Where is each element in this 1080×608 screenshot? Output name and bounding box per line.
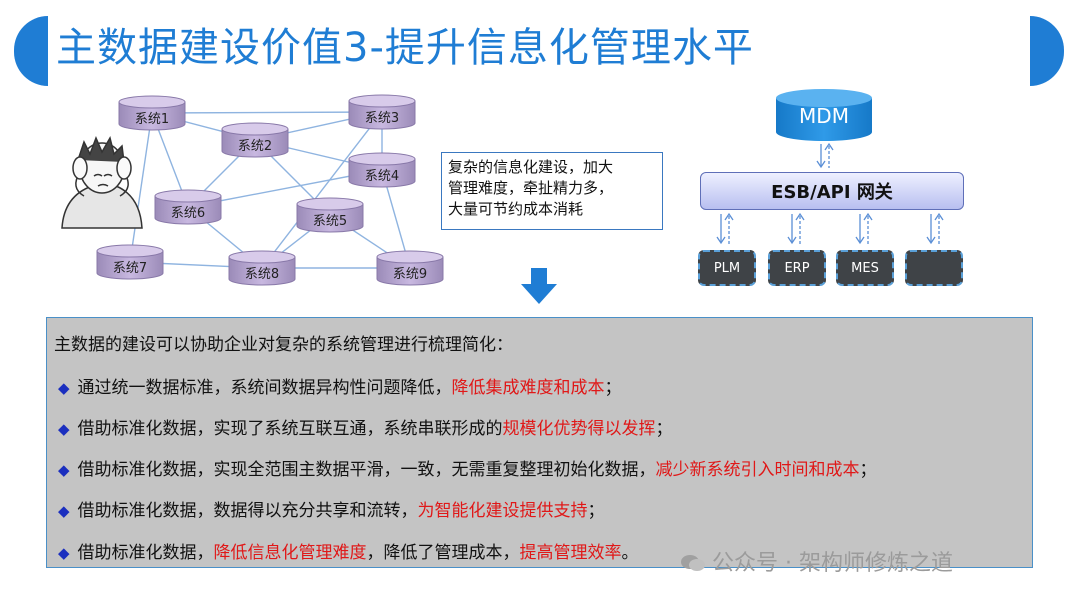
benefits-intro: 主数据的建设可以协助企业对复杂的系统管理进行梳理简化：: [54, 335, 513, 355]
system-node-label: 系统5: [312, 214, 348, 229]
benefits-panel: [46, 317, 1033, 568]
diamond-bullet-icon: ◆: [58, 420, 70, 438]
system-node: [96, 244, 164, 280]
subsystem-mes: MES: [836, 250, 894, 286]
system-node-label: 系统1: [134, 112, 170, 127]
system-node: [296, 197, 364, 233]
esb-api-gateway: ESB/API 网关: [700, 172, 964, 210]
system-node: [118, 95, 186, 131]
esb-subsystem-arrows: [716, 212, 944, 245]
benefit-item: ◆借助标准化数据，降低信息化管理难度，降低了管理成本，提高管理效率。: [58, 543, 639, 563]
stressed-person-icon: [61, 135, 143, 229]
system-node: [348, 94, 416, 130]
system-node: [348, 152, 416, 188]
system-node: [154, 189, 222, 225]
benefit-item: ◆借助标准化数据，实现全范围主数据平滑，一致，无需重复整理初始化数据，减少新系统…: [58, 460, 877, 480]
benefit-item: ◆借助标准化数据，实现了系统互联互通，系统串联形成的规模化优势得以发挥；: [58, 419, 673, 439]
subsystem-plm: PLM: [698, 250, 756, 286]
subsystem-erp: ERP: [768, 250, 826, 286]
complexity-note: 复杂的信息化建设，加大 管理难度，牵扯精力多， 大量可节约成本消耗: [441, 152, 663, 230]
watermark-text: 公众号 · 架构师修炼之道: [712, 551, 953, 576]
note-line: 管理难度，牵扯精力多，: [448, 179, 614, 197]
system-node-label: 系统3: [364, 111, 400, 126]
note-line: 大量可节约成本消耗: [448, 200, 584, 218]
system-node: [221, 122, 289, 158]
diamond-bullet-icon: ◆: [58, 379, 70, 397]
system-node-label: 系统6: [170, 206, 206, 221]
mdm-database: [776, 89, 872, 141]
diamond-bullet-icon: ◆: [58, 461, 70, 479]
benefit-item: ◆通过统一数据标准，系统间数据异构性问题降低，降低集成难度和成本；: [58, 378, 622, 398]
system-node-label: 系统9: [392, 267, 428, 282]
wechat-icon: [681, 555, 705, 571]
mdm-esb-arrows: [816, 142, 834, 169]
system-node: [228, 250, 296, 286]
slide-title: 主数据建设价值3-提升信息化管理水平: [56, 25, 754, 71]
system-node-label: 系统8: [244, 267, 280, 282]
system-node-label: 系统2: [237, 139, 273, 154]
system-node: [376, 250, 444, 286]
note-line: 复杂的信息化建设，加大: [448, 158, 614, 176]
watermark: 公众号 · 架构师修炼之道: [680, 545, 953, 577]
mdm-label: MDM: [799, 104, 849, 128]
system-node-label: 系统4: [364, 169, 400, 184]
diamond-bullet-icon: ◆: [58, 502, 70, 520]
benefit-item: ◆借助标准化数据，数据得以充分共享和流转，为智能化建设提供支持；: [58, 501, 605, 521]
diamond-bullet-icon: ◆: [58, 544, 70, 562]
down-arrow-icon: [521, 268, 557, 304]
system-node-label: 系统7: [112, 261, 148, 276]
subsystem-other: [905, 250, 963, 286]
